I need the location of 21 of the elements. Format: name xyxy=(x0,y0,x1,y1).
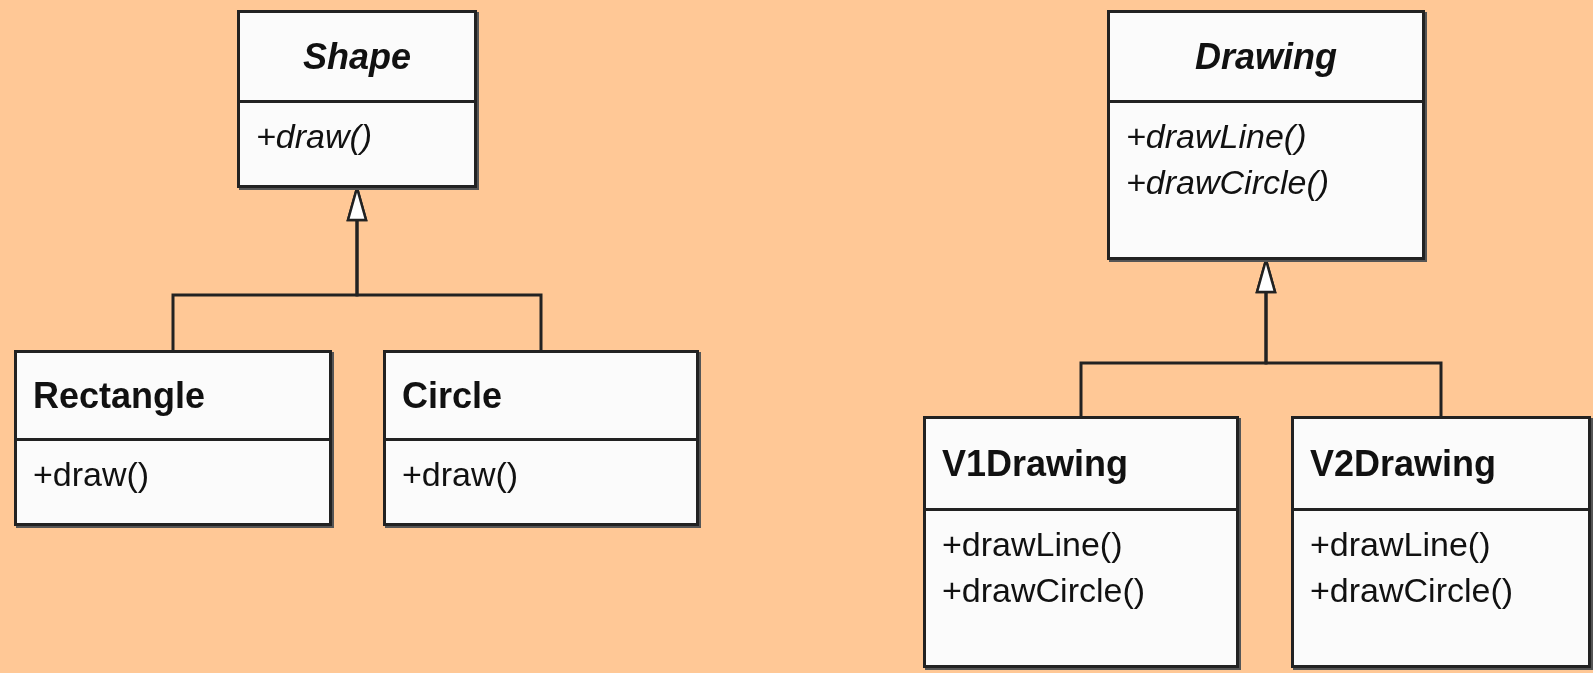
class-box xyxy=(923,416,1239,668)
method-name: +drawLine() xyxy=(1126,117,1308,155)
class-name: Circle xyxy=(402,374,503,417)
method-name: +draw() xyxy=(33,455,151,493)
class-name: V1Drawing xyxy=(942,442,1129,485)
class-name: Shape xyxy=(302,35,411,78)
method-name: +drawCircle() xyxy=(1310,571,1515,609)
class-name: Rectangle xyxy=(33,374,206,417)
method-name: +drawCircle() xyxy=(1126,163,1331,201)
class-box xyxy=(383,350,699,526)
class-name: Drawing xyxy=(1195,35,1337,78)
class-box xyxy=(237,10,477,188)
class-name: V2Drawing xyxy=(1310,442,1497,485)
method-name: +draw() xyxy=(402,455,520,493)
method-name: +drawLine() xyxy=(942,525,1124,563)
method-name: +drawLine() xyxy=(1310,525,1492,563)
class-box xyxy=(1291,416,1591,668)
class-box xyxy=(14,350,332,526)
method-name: +draw() xyxy=(256,117,374,155)
method-name: +drawCircle() xyxy=(942,571,1147,609)
class-box xyxy=(1107,10,1425,260)
